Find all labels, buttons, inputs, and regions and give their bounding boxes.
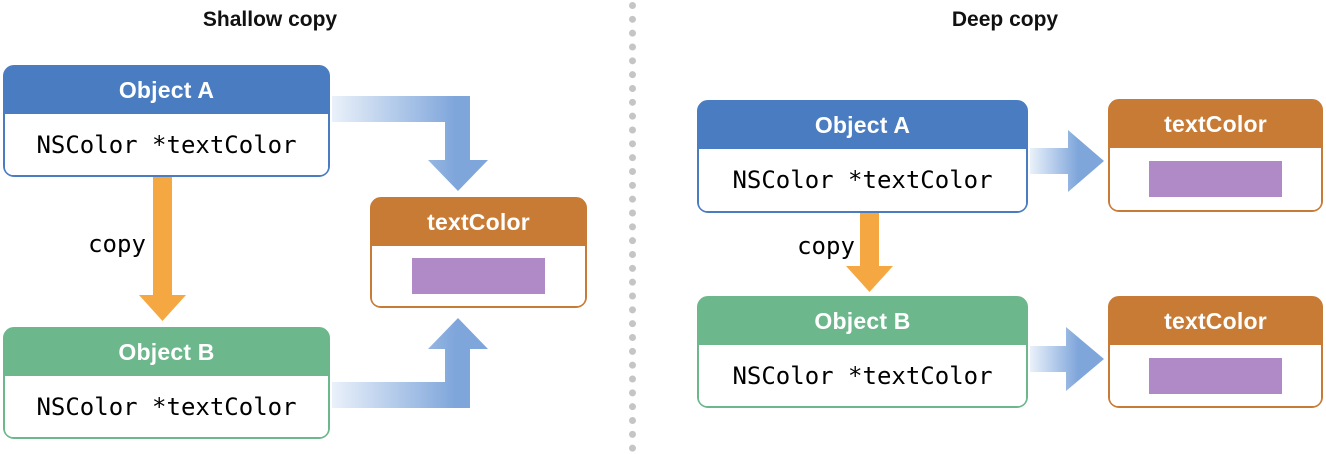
- textcolor-body-left: [372, 246, 585, 306]
- pointer-arrow-b-to-textcolor: [332, 318, 488, 408]
- object-a-code-right: NSColor *textColor: [732, 166, 993, 194]
- object-a-code-left: NSColor *textColor: [36, 130, 297, 159]
- textcolor-card-right-top: textColor: [1108, 99, 1323, 212]
- color-swatch-left: [412, 258, 545, 294]
- object-a-body-right: NSColor *textColor: [699, 149, 1026, 211]
- textcolor-title-left: textColor: [372, 199, 585, 246]
- textcolor-title-right-bottom: textColor: [1110, 298, 1321, 345]
- pointer-arrow-a-to-textcolor: [332, 96, 488, 191]
- dotted-divider: [629, 2, 636, 452]
- object-a-card-left: Object A NSColor *textColor: [3, 65, 330, 177]
- object-b-code-right: NSColor *textColor: [732, 361, 993, 390]
- object-b-code-left: NSColor *textColor: [36, 392, 297, 421]
- object-b-card-left: Object B NSColor *textColor: [3, 327, 330, 439]
- pointer-arrow-b-to-textcolor-right: [1030, 327, 1104, 391]
- object-b-title-right: Object B: [699, 298, 1026, 345]
- color-swatch-right-bottom: [1149, 357, 1282, 394]
- object-b-body-left: NSColor *textColor: [5, 376, 328, 437]
- textcolor-body-right-top: [1110, 148, 1321, 210]
- object-b-title-left: Object B: [5, 329, 328, 376]
- textcolor-title-right-top: textColor: [1110, 101, 1321, 148]
- color-swatch-right-top: [1149, 161, 1282, 197]
- object-a-body-left: NSColor *textColor: [5, 114, 328, 175]
- object-a-title-right: Object A: [699, 102, 1026, 149]
- object-b-body-right: NSColor *textColor: [699, 345, 1026, 406]
- pointer-arrow-a-to-textcolor-right: [1030, 130, 1104, 192]
- object-a-title-left: Object A: [5, 67, 328, 114]
- copy-label-left: copy: [88, 230, 146, 258]
- copy-label-right: copy: [797, 232, 855, 260]
- shallow-copy-title: Shallow copy: [202, 8, 338, 31]
- object-b-card-right: Object B NSColor *textColor: [697, 296, 1028, 408]
- deep-copy-title: Deep copy: [951, 8, 1059, 31]
- textcolor-card-right-bottom: textColor: [1108, 296, 1323, 408]
- textcolor-card-left: textColor: [370, 197, 587, 308]
- object-a-card-right: Object A NSColor *textColor: [697, 100, 1028, 213]
- textcolor-body-right-bottom: [1110, 345, 1321, 406]
